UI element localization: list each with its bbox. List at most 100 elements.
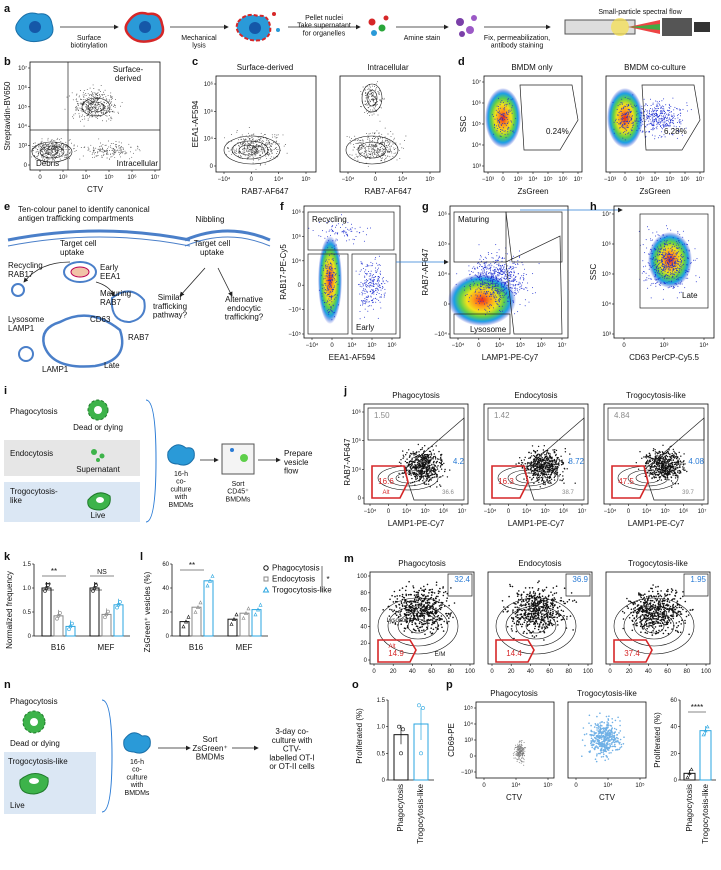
event-dot [60,141,62,143]
event-dot [54,140,56,142]
event-dot [110,102,112,103]
event-dot [115,150,117,152]
event-dot [501,305,503,307]
event-dot [105,144,107,146]
event-dot [464,286,465,287]
event-dot [640,130,641,132]
event-dot [505,281,507,283]
x-tick-label: 10⁴ [274,176,284,183]
event-dot [120,151,122,153]
event-dot [505,123,507,125]
event-dot [110,119,112,121]
event-dot [376,154,378,156]
event-dot [491,257,493,259]
event-dot [336,239,338,241]
event-dot [518,250,520,252]
event-dot [489,295,491,297]
event-dot [101,151,103,153]
event-dot [262,145,263,147]
event-dot [256,146,258,148]
event-dot [631,123,633,124]
event-dot [251,149,253,151]
event-dot [352,238,354,240]
event-dot [256,144,258,146]
event-dot [99,148,101,150]
event-dot [485,292,487,294]
event-dot [684,259,686,261]
density-d-1 [485,88,521,148]
event-dot [469,297,470,299]
event-dot [271,152,273,154]
event-dot [131,156,133,158]
event-dot [380,100,382,102]
event-dot [377,137,378,139]
event-dot [105,109,107,111]
event-dot [435,461,438,463]
event-dot [438,470,440,472]
event-dot [624,97,626,98]
event-dot [668,277,670,279]
event-dot [333,245,335,247]
event-dot [56,151,58,153]
event-dot [97,102,99,104]
event-dot [670,254,672,255]
event-dot [499,273,500,275]
event-dot [433,473,435,476]
event-dot [492,281,494,283]
event-dot [361,291,363,293]
event-dot [500,288,502,290]
event-dot [654,135,656,137]
event-dot [504,284,506,286]
event-dot [111,110,113,112]
event-dot [386,140,388,142]
event-dot [104,93,106,95]
event-dot [655,115,657,117]
event-dot [329,282,331,284]
event-dot [427,462,429,465]
event-dot [676,251,678,253]
event-dot [492,257,494,259]
event-dot [649,131,650,133]
membrane-left [7,229,191,242]
event-dot [382,150,384,152]
event-dot [509,111,511,112]
event-dot [618,123,620,125]
event-dot [648,264,650,266]
gate-b-debris: Debris [36,159,59,168]
event-dot [468,270,470,272]
event-dot [657,259,659,261]
event-dot [227,148,229,150]
row-i-2-state: Supernatant [76,465,120,474]
event-dot [673,258,675,260]
event-dot [388,148,390,150]
event-dot [652,239,653,241]
event-dot [629,98,631,100]
event-dot [661,271,663,273]
event-dot [522,264,524,266]
event-dot [479,279,480,281]
event-dot [112,110,114,112]
event-dot [673,277,675,279]
event-dot [415,464,417,466]
event-dot [375,153,377,155]
event-dot [678,282,680,284]
event-dot [365,302,367,303]
event-dot [486,279,488,281]
event-dot [256,152,258,154]
event-dot [657,246,659,248]
event-dot [252,149,254,151]
event-dot [238,146,240,148]
event-dot [228,148,230,150]
x-tick-label: 0 [330,343,334,349]
event-dot [99,106,101,108]
event-dot [56,143,58,145]
event-dot [252,138,254,140]
event-dot [365,285,367,287]
event-dot [652,282,654,284]
event-dot [335,268,336,270]
event-dot [636,122,638,124]
event-dot [651,253,653,255]
event-dot [654,109,656,111]
event-dot [376,142,378,144]
event-dot [676,108,678,110]
